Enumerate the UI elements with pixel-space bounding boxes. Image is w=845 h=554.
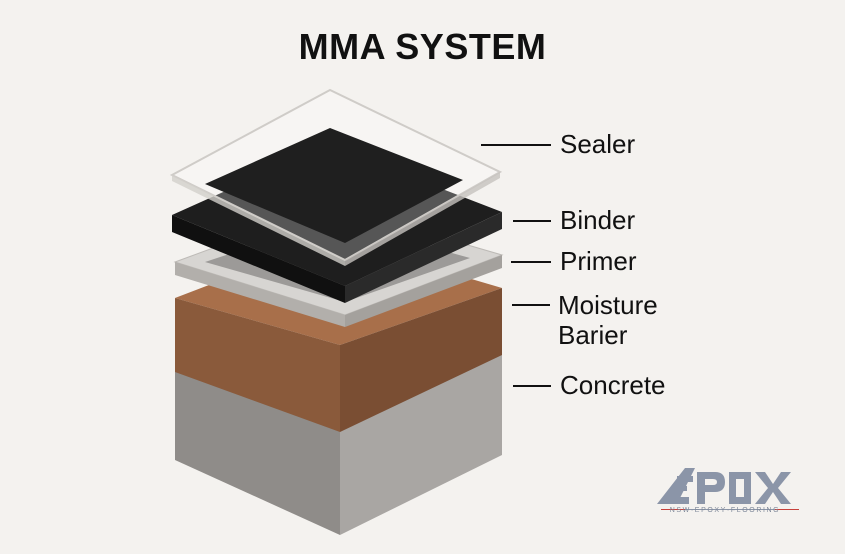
sealer-label: Sealer [560,129,636,159]
binder-label: Binder [560,205,636,235]
concrete-label: Concrete [560,370,666,400]
moisture-barrier-label: Moisture Barier [558,290,658,350]
primer-label: Primer [560,246,637,276]
moisture-barrier-leader-line [512,304,550,306]
epoxy-logo [657,468,799,510]
logo-tagline: NSW·EPOXY·FLOORING [669,507,781,514]
primer-leader-line [511,261,551,263]
concrete-leader-line [513,385,551,387]
diagram-title: MMA SYSTEM [298,26,547,67]
sealer-leader-line [481,144,551,146]
binder-leader-line [513,220,551,222]
sealer-layer [169,88,503,266]
